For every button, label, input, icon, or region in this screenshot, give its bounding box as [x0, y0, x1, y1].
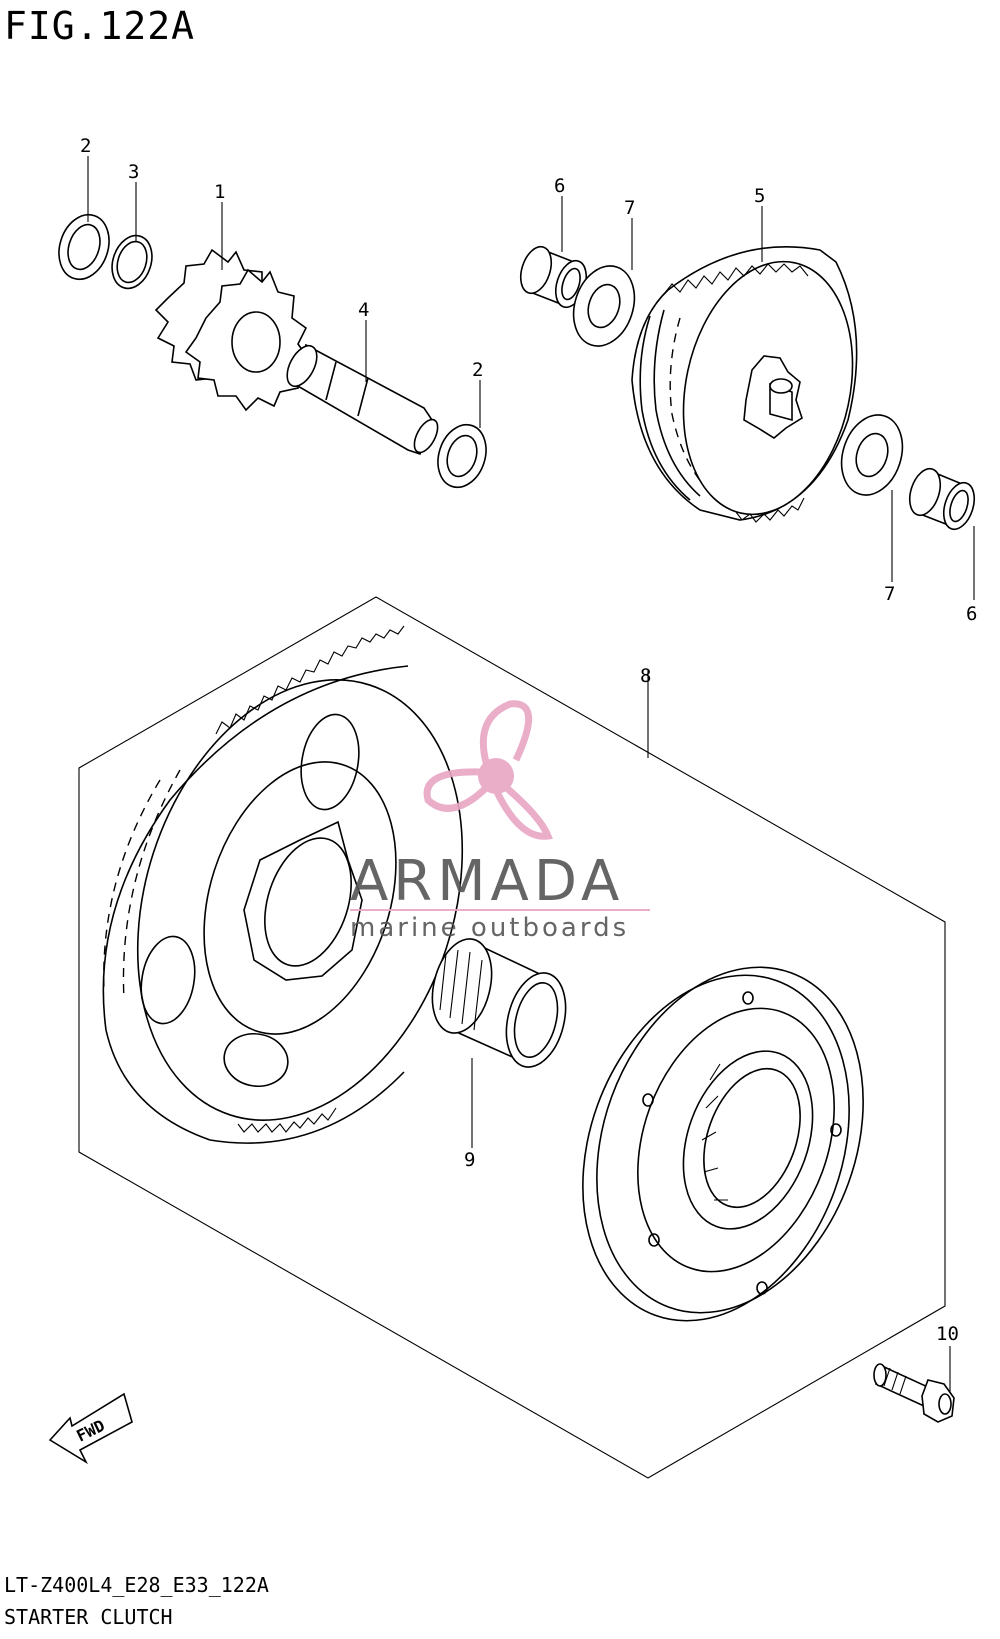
watermark-brand: ARMADA [350, 849, 624, 914]
circlip-3 [111, 234, 153, 290]
callout-1: 1 [214, 181, 225, 203]
callout-7-top: 7 [624, 197, 635, 219]
callout-labels: 2 3 1 4 2 6 7 5 7 6 8 9 10 [80, 135, 977, 1345]
bushing-6-bottom [908, 467, 976, 531]
propeller-hub-icon [478, 758, 514, 794]
bushing-6-top [519, 245, 588, 309]
callout-2-left: 2 [80, 135, 91, 157]
callout-8: 8 [640, 665, 651, 687]
clutch-gear-8 [102, 625, 464, 1144]
watermark-tagline: marine outboards [350, 913, 629, 943]
shaft-4 [286, 343, 439, 456]
callout-10: 10 [936, 1323, 959, 1345]
idler-gear-1 [154, 248, 310, 412]
brand-watermark: ARMADA marine outboards [350, 700, 650, 943]
figure-code: LT-Z400L4_E28_E33_122A [4, 1573, 269, 1597]
washer-2-right [437, 423, 487, 489]
figure-title: FIG.122A [4, 4, 196, 48]
thrust-washer-7-top [572, 265, 636, 347]
one-way-clutch [582, 966, 864, 1322]
leader-lines [87, 156, 975, 1392]
callout-5: 5 [754, 185, 765, 207]
callout-9: 9 [464, 1149, 475, 1171]
assembly-8-outline [78, 596, 946, 1479]
callout-6-bottom: 6 [966, 603, 977, 625]
washer-2-left [58, 213, 110, 281]
bolt-10 [873, 1363, 955, 1423]
thrust-washer-7-bottom [840, 414, 904, 496]
needle-bearing-9 [431, 938, 567, 1068]
driven-gear-5 [631, 246, 858, 523]
callout-6-top: 6 [554, 175, 565, 197]
propeller-logo-icon [423, 700, 553, 840]
callout-2-right: 2 [472, 359, 483, 381]
callout-3: 3 [128, 161, 139, 183]
figure-name: STARTER CLUTCH [4, 1605, 173, 1629]
forward-direction-arrow: FWD [48, 1392, 133, 1465]
callout-4: 4 [358, 299, 369, 321]
callout-7-bottom: 7 [884, 583, 895, 605]
